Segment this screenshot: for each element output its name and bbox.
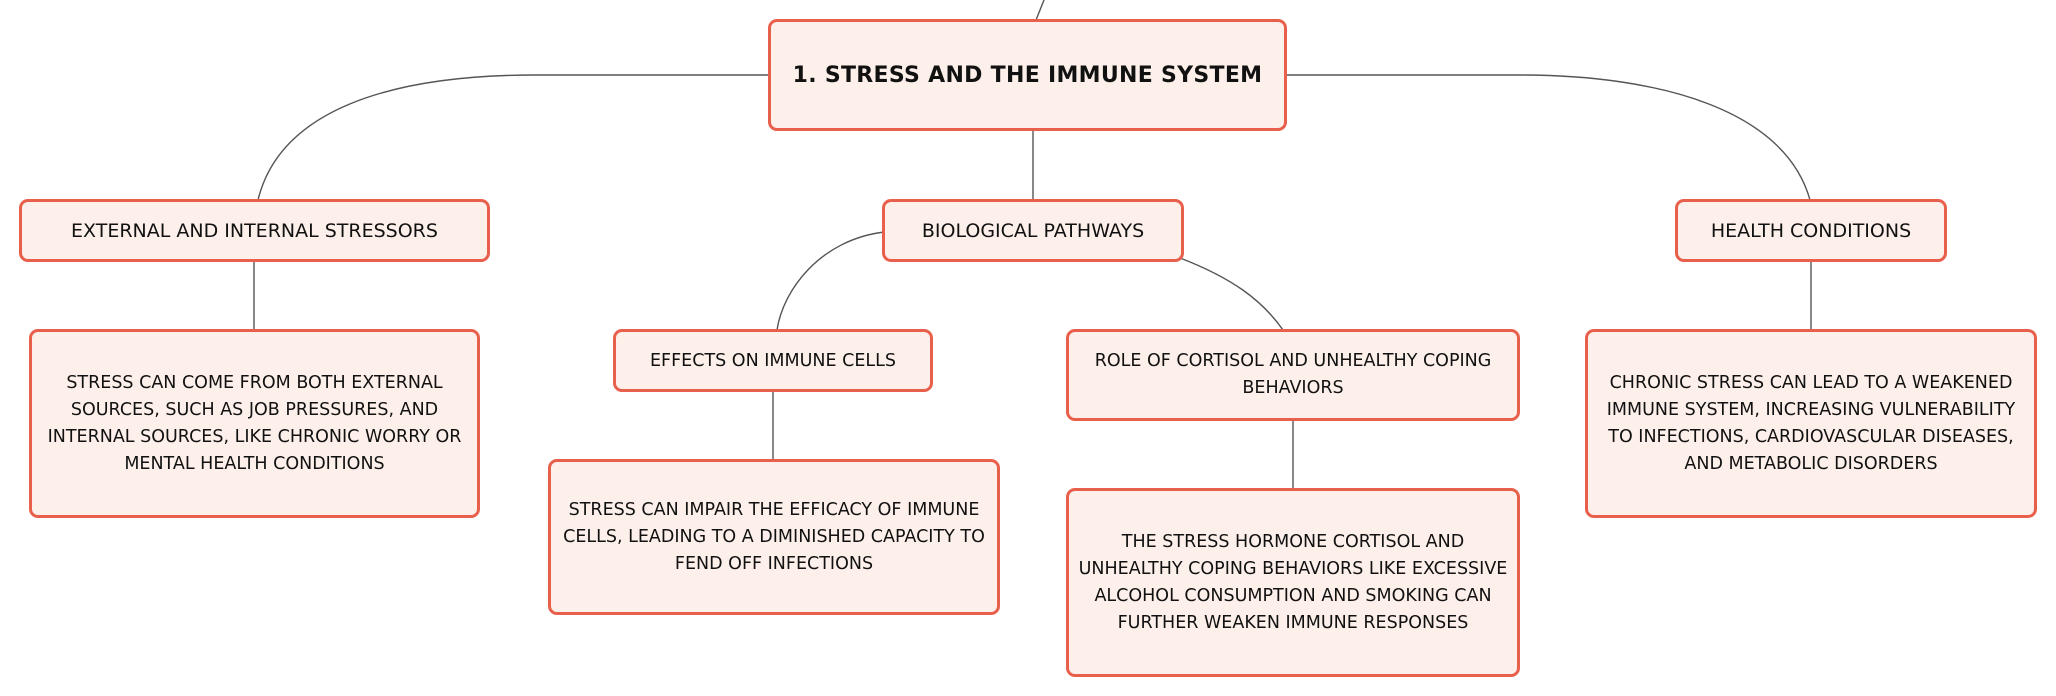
branch-node-pathways[interactable]: Biological Pathways [882,199,1184,262]
detail-node-immune-cells[interactable]: Stress can impair the efficacy of immune… [548,459,1000,615]
sub-node-immune-cells[interactable]: Effects on Immune Cells [613,329,933,392]
detail-node-stressors[interactable]: Stress can come from both external sourc… [29,329,480,518]
branch-node-label: Biological Pathways [921,219,1145,242]
branch-node-health[interactable]: Health Conditions [1675,199,1947,262]
connector-pathways-immune-cells [776,231,885,331]
detail-node-text: Stress can come from both external sourc… [47,372,462,474]
detail-node-text: Chronic stress can lead to a weakened im… [1606,372,2016,474]
sub-node-label: Role of Cortisol and Unhealthy Coping Be… [1094,351,1492,398]
connector-pathways-cortisol [1179,257,1284,331]
detail-node-text: The stress hormone cortisol and unhealth… [1078,531,1508,633]
sub-node-label: Effects on Immune Cells [649,350,897,371]
root-node[interactable]: 1. Stress and the Immune System [768,19,1287,131]
sub-node-cortisol[interactable]: Role of Cortisol and Unhealthy Coping Be… [1066,329,1520,421]
connector-root-parent [1035,0,1045,21]
connector-root-stressors [257,74,770,201]
branch-node-label: External and Internal Stressors [71,219,438,242]
connector-root-health [1287,74,1811,201]
detail-node-health[interactable]: Chronic stress can lead to a weakened im… [1585,329,2037,518]
detail-node-cortisol[interactable]: The stress hormone cortisol and unhealth… [1066,488,1520,677]
root-node-label: 1. Stress and the Immune System [792,62,1263,88]
detail-node-text: Stress can impair the efficacy of immune… [563,499,985,574]
branch-node-label: Health Conditions [1710,219,1912,242]
branch-node-stressors[interactable]: External and Internal Stressors [19,199,490,262]
